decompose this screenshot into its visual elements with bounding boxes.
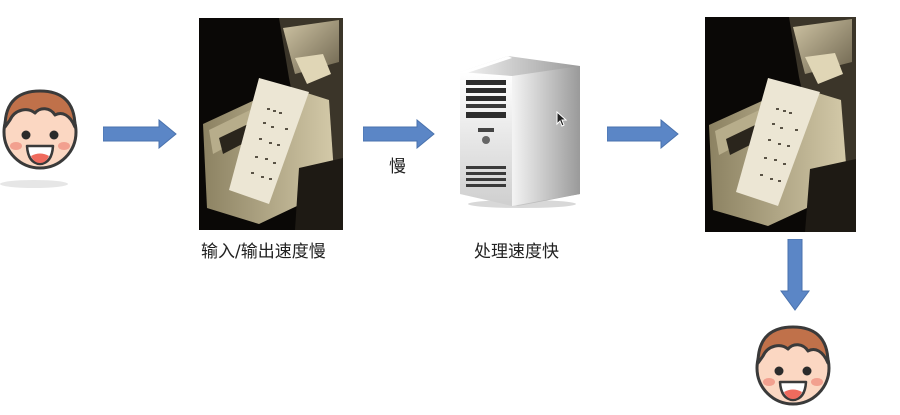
- arrow-right-3: [607, 119, 679, 149]
- label-processing-fast: 处理速度快: [474, 242, 559, 262]
- arrow-right-1: [103, 119, 177, 149]
- smiling-face-icon: [755, 325, 831, 406]
- mouse-cursor-icon: [556, 111, 568, 127]
- computer-tower-icon: [460, 56, 580, 208]
- computer-tower: [458, 54, 582, 210]
- label-slow: 慢: [389, 157, 406, 177]
- user-face-end: [753, 321, 833, 415]
- card-reader-photo-output: [705, 17, 856, 232]
- card-reader-photo-input: [199, 18, 343, 230]
- user-face-start: [0, 85, 80, 193]
- arrow-down: [780, 239, 810, 311]
- label-io-slow: 输入/输出速度慢: [201, 242, 326, 262]
- smiling-face-icon: [0, 89, 78, 188]
- card-reader-photo: [199, 18, 343, 230]
- card-reader-photo: [705, 17, 856, 232]
- arrow-right-2: [363, 119, 435, 149]
